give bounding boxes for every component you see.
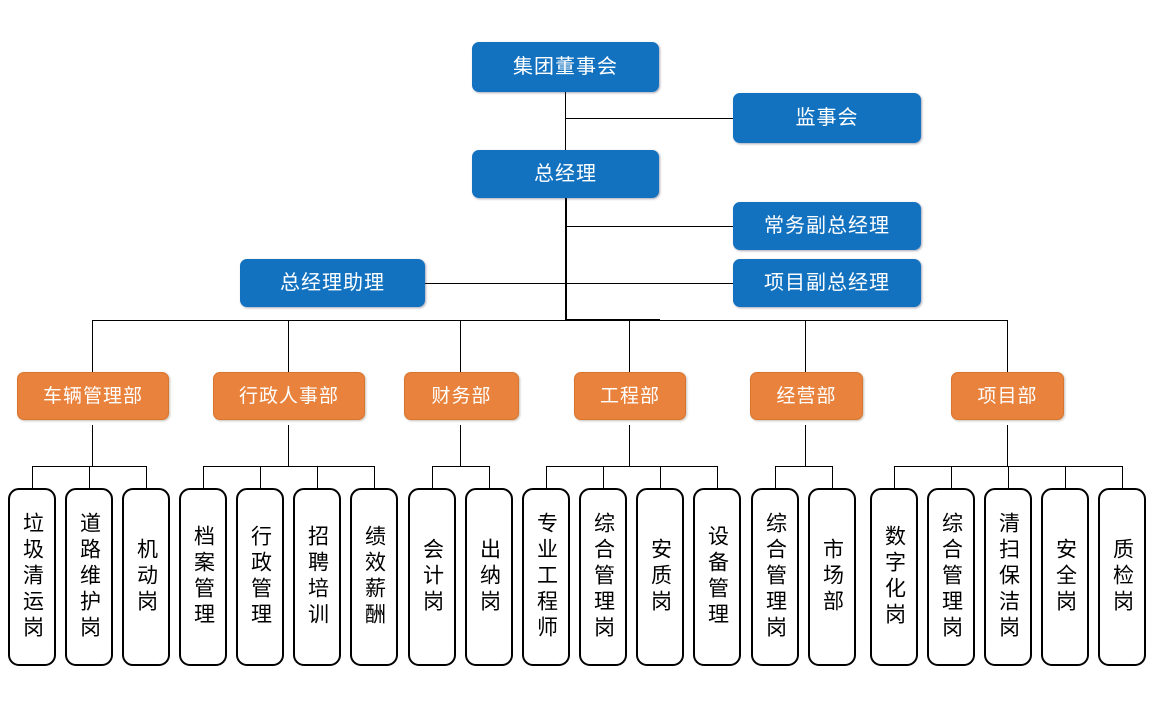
leaf-box[interactable]: 会计岗 <box>408 488 456 666</box>
leaf-box[interactable]: 垃圾清运岗 <box>8 488 56 666</box>
node-department-vehicle-management[interactable]: 车辆管理部 <box>17 372 169 420</box>
leaf-label: 机动岗 <box>134 538 158 616</box>
leaf-label: 专业工程师 <box>534 512 558 642</box>
leaf-label: 招聘培训 <box>305 525 329 629</box>
leaf-drop-4-3 <box>660 466 661 488</box>
leaf-label: 道路维护岗 <box>77 512 101 642</box>
connector-gm-to-project-deputy <box>565 283 733 284</box>
leaf-box[interactable]: 出纳岗 <box>465 488 513 666</box>
drop-to-dept-5 <box>805 320 806 372</box>
leaf-box[interactable]: 综合管理岗 <box>927 488 975 666</box>
leaf-drop-1-3 <box>146 466 147 488</box>
department-bus-left <box>92 320 565 321</box>
stem-dept-5 <box>805 425 806 466</box>
leaf-drop-6-2 <box>951 466 952 488</box>
node-department-admin-hr[interactable]: 行政人事部 <box>213 372 365 420</box>
connector-gm-assistant <box>424 283 566 284</box>
leaf-label: 档案管理 <box>191 525 215 629</box>
leaf-box[interactable]: 综合管理岗 <box>579 488 627 666</box>
connector-board-to-gm <box>565 92 566 152</box>
sub-bus-dept-3 <box>432 466 490 467</box>
leaf-label: 会计岗 <box>420 538 444 616</box>
leaf-drop-4-4 <box>717 466 718 488</box>
sub-bus-dept-4 <box>546 466 718 467</box>
leaf-label: 市场部 <box>820 538 844 616</box>
leaf-label: 安全岗 <box>1053 538 1077 616</box>
drop-to-dept-6 <box>1007 320 1008 372</box>
leaf-drop-3-2 <box>489 466 490 488</box>
leaf-box[interactable]: 专业工程师 <box>522 488 570 666</box>
leaf-box[interactable]: 质检岗 <box>1098 488 1146 666</box>
drop-to-dept-2 <box>288 320 289 372</box>
connector-gm-to-exec-deputy <box>565 226 733 227</box>
drop-to-dept-4 <box>629 320 630 372</box>
leaf-box[interactable]: 机动岗 <box>122 488 170 666</box>
leaf-label: 垃圾清运岗 <box>20 512 44 642</box>
drop-to-dept-3 <box>460 320 461 372</box>
leaf-drop-1-2 <box>89 466 90 488</box>
drop-to-dept-1 <box>92 320 93 372</box>
leaf-label: 清扫保洁岗 <box>996 512 1020 642</box>
leaf-box[interactable]: 行政管理 <box>236 488 284 666</box>
leaf-label: 综合管理岗 <box>763 512 787 642</box>
leaf-drop-2-4 <box>374 466 375 488</box>
stem-dept-3 <box>460 425 461 466</box>
node-department-engineering[interactable]: 工程部 <box>574 372 686 420</box>
leaf-box[interactable]: 数字化岗 <box>870 488 918 666</box>
leaf-drop-6-5 <box>1122 466 1123 488</box>
leaf-box[interactable]: 安全岗 <box>1041 488 1089 666</box>
leaf-label: 安质岗 <box>648 538 672 616</box>
connector-board-to-supervisory <box>565 118 733 119</box>
leaf-drop-6-3 <box>1008 466 1009 488</box>
leaf-box[interactable]: 绩效薪酬 <box>350 488 398 666</box>
node-gm-assistant[interactable]: 总经理助理 <box>240 259 425 307</box>
leaf-drop-3-1 <box>432 466 433 488</box>
leaf-box[interactable]: 道路维护岗 <box>65 488 113 666</box>
stem-dept-2 <box>288 425 289 466</box>
leaf-drop-5-1 <box>775 466 776 488</box>
leaf-drop-5-2 <box>832 466 833 488</box>
leaf-drop-6-1 <box>894 466 895 488</box>
node-department-finance[interactable]: 财务部 <box>404 372 519 420</box>
node-project-deputy-gm[interactable]: 项目副总经理 <box>733 259 921 307</box>
sub-bus-dept-5 <box>775 466 833 467</box>
leaf-label: 综合管理岗 <box>591 512 615 642</box>
leaf-label: 出纳岗 <box>477 538 501 616</box>
sub-bus-dept-2 <box>203 466 375 467</box>
leaf-drop-4-1 <box>546 466 547 488</box>
stem-dept-6 <box>1007 425 1008 466</box>
department-bus-center <box>565 319 660 321</box>
leaf-drop-2-2 <box>260 466 261 488</box>
leaf-drop-1-1 <box>32 466 33 488</box>
node-supervisory-board[interactable]: 监事会 <box>733 93 921 143</box>
node-board[interactable]: 集团董事会 <box>472 42 659 92</box>
leaf-box[interactable]: 综合管理岗 <box>751 488 799 666</box>
leaf-box[interactable]: 档案管理 <box>179 488 227 666</box>
node-general-manager[interactable]: 总经理 <box>472 150 659 198</box>
leaf-drop-2-3 <box>317 466 318 488</box>
leaf-box[interactable]: 安质岗 <box>636 488 684 666</box>
connector-gm-trunk <box>565 197 567 321</box>
leaf-drop-6-4 <box>1065 466 1066 488</box>
stem-dept-1 <box>92 425 93 466</box>
leaf-label: 综合管理岗 <box>939 512 963 642</box>
leaf-label: 行政管理 <box>248 525 272 629</box>
node-department-operations[interactable]: 经营部 <box>750 372 863 420</box>
leaf-label: 质检岗 <box>1110 538 1134 616</box>
leaf-box[interactable]: 招聘培训 <box>293 488 341 666</box>
leaf-box[interactable]: 市场部 <box>808 488 856 666</box>
stem-dept-4 <box>629 425 630 466</box>
leaf-label: 绩效薪酬 <box>362 525 386 629</box>
leaf-box[interactable]: 设备管理 <box>693 488 741 666</box>
leaf-drop-4-2 <box>603 466 604 488</box>
node-department-project[interactable]: 项目部 <box>951 372 1064 420</box>
leaf-drop-2-1 <box>203 466 204 488</box>
leaf-box[interactable]: 清扫保洁岗 <box>984 488 1032 666</box>
leaf-label: 设备管理 <box>705 525 729 629</box>
node-exec-deputy-gm[interactable]: 常务副总经理 <box>733 202 921 250</box>
department-bus-right <box>660 320 1008 321</box>
leaf-label: 数字化岗 <box>882 525 906 629</box>
